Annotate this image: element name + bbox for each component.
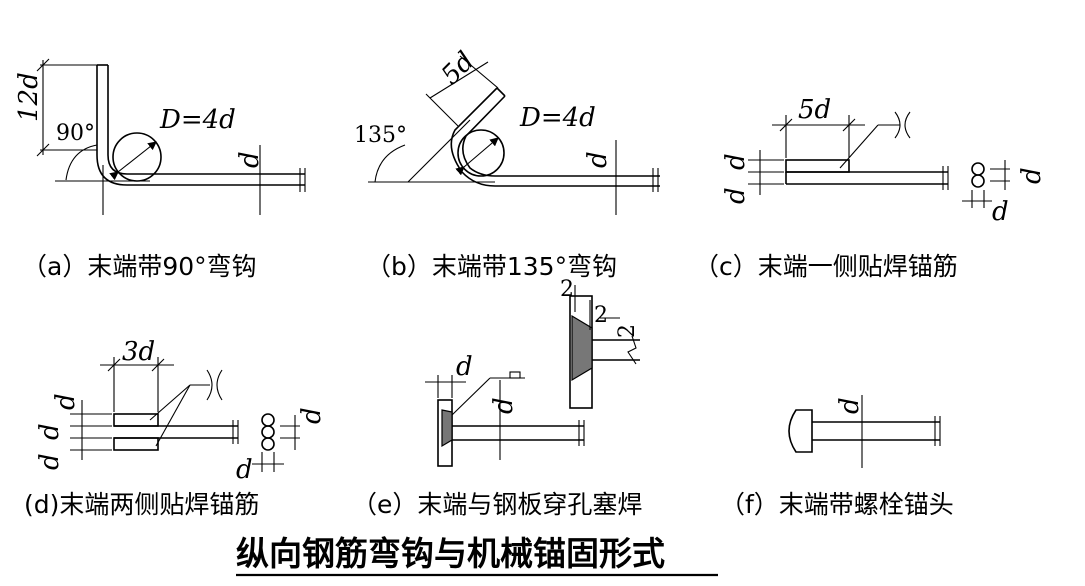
e-t1: 2 bbox=[560, 277, 574, 302]
e-caption: （e）末端与钢板穿孔塞焊 bbox=[352, 490, 642, 519]
c-d-label: d bbox=[721, 153, 751, 170]
a-diam-label: D=4d bbox=[159, 105, 236, 135]
c-caption: （c）末端一侧贴焊锚筋 bbox=[694, 252, 958, 281]
b-caption: （b）末端带135°弯钩 bbox=[366, 252, 617, 281]
f-caption: （f）末端带螺栓锚头 bbox=[720, 490, 954, 519]
e-t3: 2 bbox=[615, 324, 640, 338]
b-len-label: 5d bbox=[436, 46, 481, 91]
a-caption: （a）末端带90°弯钩 bbox=[22, 252, 257, 281]
a-d-label: d bbox=[235, 151, 265, 168]
e-d-label: d bbox=[456, 352, 473, 382]
panel-a: 12d 90° D=4d d （a）末端带90°弯钩 bbox=[14, 58, 306, 281]
panel-c: 5d d d d d （c）末端一侧贴焊锚筋 bbox=[694, 95, 1047, 281]
c-d-label3: d bbox=[1017, 167, 1047, 184]
d-d-label: d bbox=[51, 393, 81, 410]
d-d-label3: d bbox=[35, 453, 65, 470]
d-caption: (d)末端两侧贴焊锚筋 bbox=[24, 490, 259, 519]
c-d-label4: d bbox=[992, 197, 1009, 227]
e-d-label2: d bbox=[489, 397, 519, 414]
d-d-label4: d bbox=[297, 407, 327, 424]
b-diam-label: D=4d bbox=[519, 103, 596, 133]
e-t2: 2 bbox=[594, 303, 608, 328]
b-angle-label: 135° bbox=[354, 123, 407, 148]
panel-d: 3d d d d d d (d)末端两侧贴焊锚筋 bbox=[24, 337, 327, 519]
d-d-label2: d bbox=[35, 423, 65, 440]
a-angle-label: 90° bbox=[56, 121, 95, 146]
panel-b: 5d 135° D=4d d （b）末端带135°弯钩 bbox=[354, 46, 660, 281]
c-d-label2: d bbox=[721, 187, 751, 204]
a-len-label: 12d bbox=[14, 72, 44, 122]
c-len-label: 5d bbox=[798, 95, 831, 125]
f-d-label: d bbox=[835, 397, 865, 414]
d-d-label5: d bbox=[236, 455, 253, 485]
panel-f: d （f）末端带螺栓锚头 bbox=[720, 395, 954, 519]
d-len-label: 3d bbox=[122, 337, 155, 367]
b-d-label: d bbox=[583, 151, 613, 168]
page-title: 纵向钢筋弯钩与机械锚固形式 bbox=[236, 534, 665, 573]
panel-e: d d 2 2 2 （e）末端与钢板穿孔塞焊 bbox=[352, 277, 642, 519]
